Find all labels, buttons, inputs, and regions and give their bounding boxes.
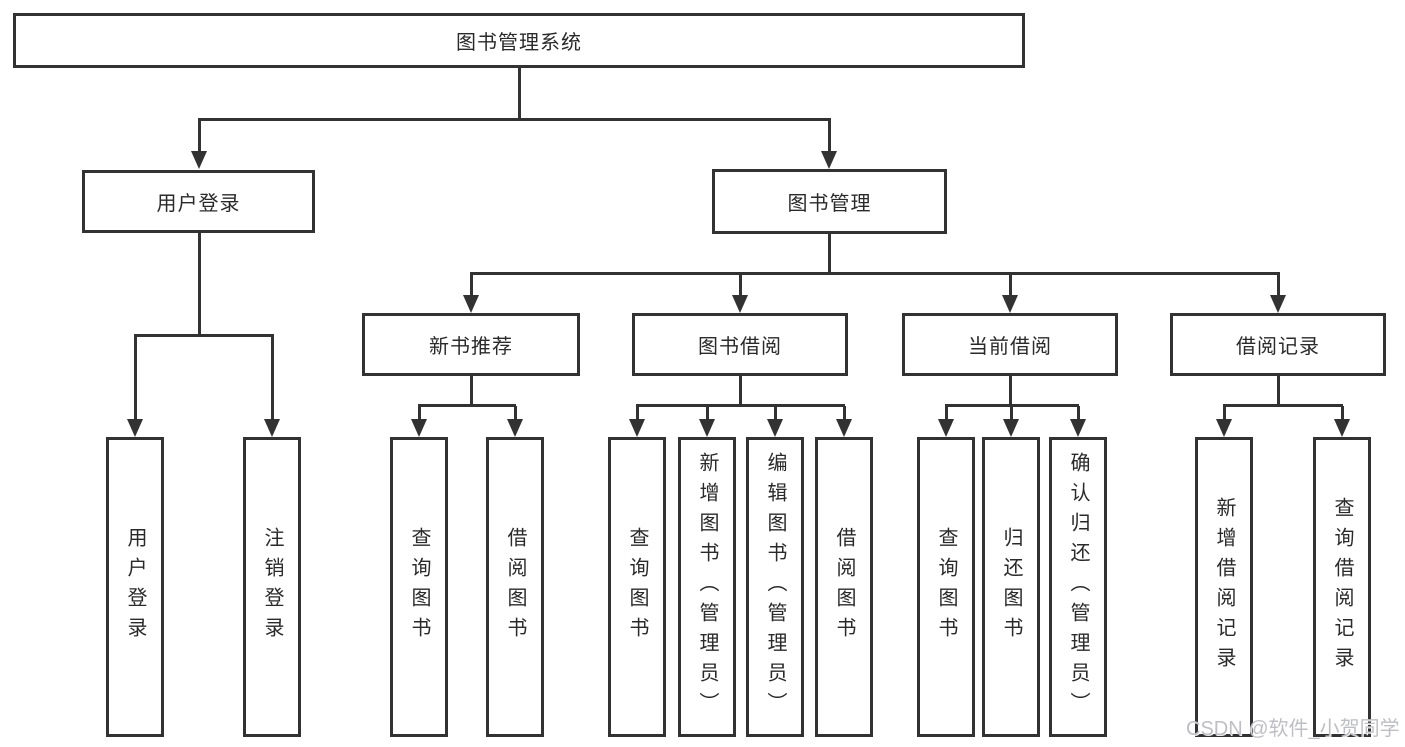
- arrowhead-leaf-add-book-admin: [699, 419, 715, 437]
- edge-to-new-book-recommend: [470, 274, 473, 296]
- edge-to-book-management: [828, 120, 831, 152]
- leaf-logout: 注销登录: [243, 437, 301, 737]
- arrowhead-book-borrowing: [732, 295, 748, 313]
- leaf-query-books-current-label: 查询图书: [935, 527, 957, 647]
- arrowhead-book-management: [821, 151, 837, 169]
- leaf-return-book: 归还图书: [982, 437, 1040, 737]
- edge-book-management-branch: [470, 272, 1280, 275]
- edge-to-borrowing-records: [1277, 274, 1280, 296]
- edge-to-leaf-add-borrow-record: [1223, 406, 1226, 420]
- arrowhead-leaf-edit-book-admin: [767, 419, 783, 437]
- edge-to-leaf-edit-book-admin: [774, 406, 777, 420]
- edge-current-borrowing-stem: [1009, 376, 1012, 406]
- edge-root-branch: [198, 118, 831, 121]
- leaf-edit-book-admin-label: 编辑图书（管理员）: [764, 452, 786, 722]
- arrowhead-leaf-query-books-borrowing: [629, 419, 645, 437]
- leaf-query-borrow-record-label: 查询借阅记录: [1331, 497, 1353, 677]
- leaf-return-book-label: 归还图书: [1000, 527, 1022, 647]
- edge-to-leaf-logout: [271, 336, 274, 420]
- node-user-login-label: 用户登录: [156, 193, 241, 215]
- leaf-confirm-return-admin-label: 确认归还（管理员）: [1067, 452, 1089, 722]
- leaf-borrow-books-borrowing: 借阅图书: [815, 437, 873, 737]
- arrowhead-leaf-confirm-return-admin: [1070, 419, 1086, 437]
- leaf-query-books-borrowing-label: 查询图书: [626, 527, 648, 647]
- leaf-user-login-label: 用户登录: [124, 527, 146, 647]
- edge-current-borrowing-branch: [945, 404, 1079, 407]
- leaf-add-borrow-record-label: 新增借阅记录: [1213, 497, 1235, 677]
- leaf-query-books-borrowing: 查询图书: [608, 437, 666, 737]
- edge-to-user-login: [198, 120, 201, 152]
- edge-new-book-recommend-branch: [418, 404, 516, 407]
- node-book-management-label: 图书管理: [787, 193, 872, 215]
- edge-to-leaf-query-books-recommend: [418, 406, 421, 420]
- leaf-borrow-books-recommend-label: 借阅图书: [504, 527, 526, 647]
- node-borrowing-records: 借阅记录: [1170, 313, 1386, 376]
- edge-to-leaf-return-book: [1010, 406, 1013, 420]
- arrowhead-leaf-borrow-books-recommend: [507, 419, 523, 437]
- node-book-borrowing: 图书借阅: [632, 313, 848, 376]
- edge-to-current-borrowing: [1009, 274, 1012, 296]
- node-new-book-recommend-label: 新书推荐: [429, 336, 513, 358]
- node-borrowing-records-label: 借阅记录: [1236, 336, 1320, 358]
- edge-to-leaf-borrow-books-recommend: [514, 406, 517, 420]
- edge-to-leaf-user-login: [134, 336, 137, 420]
- edge-to-leaf-add-book-admin: [706, 406, 709, 420]
- arrowhead-leaf-add-borrow-record: [1216, 419, 1232, 437]
- leaf-query-books-recommend: 查询图书: [390, 437, 448, 737]
- csdn-watermark: CSDN @软件_小贺同学: [1186, 718, 1400, 740]
- arrowhead-leaf-logout: [264, 419, 280, 437]
- node-book-borrowing-label: 图书借阅: [698, 336, 782, 358]
- leaf-borrow-books-borrowing-label: 借阅图书: [833, 527, 855, 647]
- leaf-query-books-current: 查询图书: [917, 437, 975, 737]
- node-root-label: 图书管理系统: [456, 32, 582, 54]
- leaf-query-borrow-record: 查询借阅记录: [1313, 437, 1371, 737]
- arrowhead-user-login: [191, 151, 207, 169]
- arrowhead-current-borrowing: [1002, 295, 1018, 313]
- node-current-borrowing: 当前借阅: [902, 313, 1118, 376]
- arrowhead-leaf-query-books-recommend: [411, 419, 427, 437]
- leaf-edit-book-admin: 编辑图书（管理员）: [746, 437, 804, 737]
- leaf-add-borrow-record: 新增借阅记录: [1195, 437, 1253, 737]
- arrowhead-leaf-user-login: [127, 419, 143, 437]
- edge-to-leaf-query-books-current: [945, 406, 948, 420]
- node-book-management: 图书管理: [712, 169, 947, 234]
- edge-book-borrowing-stem: [739, 376, 742, 406]
- arrowhead-borrowing-records: [1270, 295, 1286, 313]
- edge-to-leaf-query-borrow-record: [1341, 406, 1344, 420]
- arrowhead-leaf-return-book: [1003, 419, 1019, 437]
- leaf-query-books-recommend-label: 查询图书: [408, 527, 430, 647]
- edge-book-borrowing-branch: [636, 404, 845, 407]
- arrowhead-leaf-query-books-current: [938, 419, 954, 437]
- node-user-login: 用户登录: [82, 170, 315, 233]
- edge-to-leaf-borrow-books-borrowing: [843, 406, 846, 420]
- edge-to-leaf-confirm-return-admin: [1077, 406, 1080, 420]
- arrowhead-new-book-recommend: [463, 295, 479, 313]
- node-current-borrowing-label: 当前借阅: [968, 336, 1052, 358]
- edge-new-book-recommend-stem: [470, 376, 473, 406]
- leaf-user-login: 用户登录: [106, 437, 164, 737]
- leaf-add-book-admin: 新增图书（管理员）: [678, 437, 736, 737]
- edge-user-login-stem: [198, 233, 201, 336]
- edge-book-management-stem: [828, 234, 831, 274]
- edge-to-leaf-query-books-borrowing: [636, 406, 639, 420]
- edge-user-login-branch: [134, 334, 274, 337]
- edge-root-stem: [518, 66, 521, 119]
- leaf-borrow-books-recommend: 借阅图书: [486, 437, 544, 737]
- arrowhead-leaf-borrow-books-borrowing: [836, 419, 852, 437]
- edge-to-book-borrowing: [739, 274, 742, 296]
- arrowhead-leaf-query-borrow-record: [1334, 419, 1350, 437]
- node-new-book-recommend: 新书推荐: [362, 313, 580, 376]
- leaf-add-book-admin-label: 新增图书（管理员）: [696, 452, 718, 722]
- leaf-confirm-return-admin: 确认归还（管理员）: [1049, 437, 1107, 737]
- node-root: 图书管理系统: [13, 13, 1025, 68]
- edge-borrowing-records-stem: [1277, 376, 1280, 406]
- leaf-logout-label: 注销登录: [261, 527, 283, 647]
- edge-borrowing-records-branch: [1223, 404, 1343, 407]
